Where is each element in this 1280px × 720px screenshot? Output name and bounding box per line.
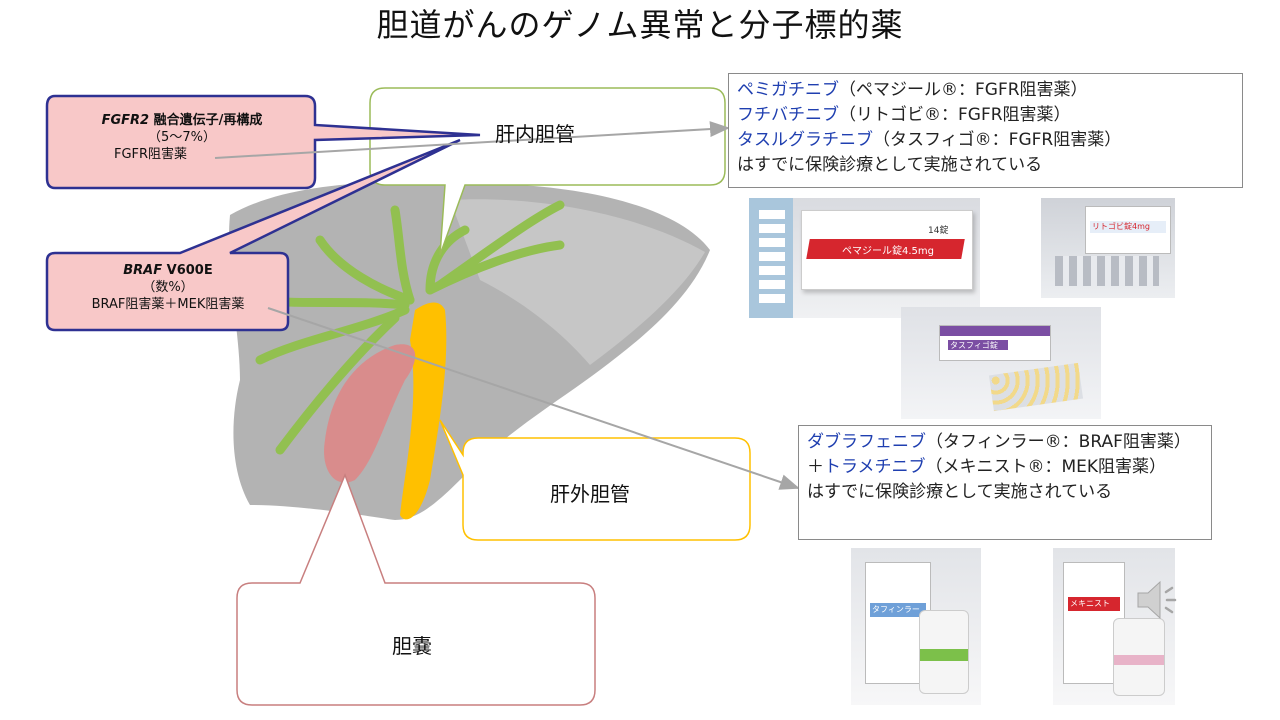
intrahepatic-label: 肝内胆管: [495, 122, 575, 146]
blister-strip: [749, 198, 793, 318]
tafinlar-photo: タフィンラー: [851, 548, 981, 705]
fgfr2-callout: FGFR2 融合遺伝子/再構成 （5～7%） FGFR阻害薬: [52, 112, 312, 163]
fgfr-drug-line: タスルグラチニブ（タスフィゴ®：FGFR阻害薬）: [737, 128, 1234, 153]
braf-arrow: [267, 307, 800, 490]
fgfr-drug-line: フチバチニブ（リトゴビ®：FGFR阻害薬）: [737, 103, 1234, 128]
fgfr-drug-name: フチバチニブ: [737, 105, 839, 125]
tasfygo-photo: タスフィゴ錠: [901, 307, 1101, 419]
pemazyre-photo: ペマジール錠4.5mg 14錠: [749, 198, 980, 318]
braf-drug2-name: トラメチニブ: [824, 457, 926, 477]
gallbladder-shape: [324, 344, 416, 483]
fgfr-drug-name: タスルグラチニブ: [737, 130, 873, 150]
tasfygo-box: タスフィゴ錠: [939, 325, 1051, 361]
tafinlar-bottle: [919, 610, 969, 694]
fgfr-drug-box: ペミガチニブ（ペマジール®：FGFR阻害薬） フチバチニブ（リトゴビ®：FGFR…: [728, 73, 1243, 188]
extrahepatic-label: 肝外胆管: [550, 482, 630, 506]
pemazyre-box: ペマジール錠4.5mg 14錠: [801, 210, 973, 290]
mekinist-bottle: [1113, 618, 1165, 696]
fgfr2-callout-shape: [45, 94, 481, 190]
fgfr-drug-line: ペミガチニブ（ペマジール®：FGFR阻害薬）: [737, 78, 1234, 103]
fgfr-drug-detail: （リトゴビ®：FGFR阻害薬）: [839, 105, 1071, 125]
braf-treatment: BRAF阻害薬＋MEK阻害薬: [91, 297, 245, 312]
fgfr-arrow: [214, 121, 730, 159]
speaker-icon[interactable]: [1134, 578, 1186, 622]
fgfr-drug-detail: （ペマジール®：FGFR阻害薬）: [839, 80, 1088, 100]
braf-callout-shape: [45, 138, 461, 332]
gallbladder-label: 胆嚢: [392, 634, 432, 658]
intrahepatic-ducts: [250, 200, 565, 455]
lytgobi-photo: リトゴビ錠4mg: [1041, 198, 1175, 298]
braf-callout: BRAF V600E （数%） BRAF阻害薬＋MEK阻害薬: [48, 262, 288, 313]
fgfr2-frequency: （5～7%）: [148, 130, 216, 145]
fgfr-drug-detail: （タスフィゴ®：FGFR阻害薬）: [873, 130, 1122, 150]
braf-drug-text: ダブラフェニブ（タフィンラー®：BRAF阻害薬）＋トラメチニブ（メキニスト®：M…: [807, 430, 1203, 480]
fgfr-note: はすでに保険診療として実施されている: [737, 155, 1043, 175]
mekinist-photo: メキニスト: [1053, 548, 1175, 705]
braf-drug-box: ダブラフェニブ（タフィンラー®：BRAF阻害薬）＋トラメチニブ（メキニスト®：M…: [798, 425, 1212, 540]
liver-shade: [450, 199, 705, 365]
fgfr-drug-name: ペミガチニブ: [737, 80, 839, 100]
extrahepatic-duct: [400, 302, 447, 520]
extrahepatic-callout: [439, 419, 751, 541]
braf-frequency: （数%）: [142, 280, 194, 295]
intrahepatic-callout: [369, 87, 726, 256]
gallbladder-callout: [236, 472, 596, 706]
braf-drug1-detail: （タフィンラー®：BRAF阻害薬）＋: [807, 432, 1191, 477]
braf-drug1-name: ダブラフェニブ: [807, 432, 926, 452]
fgfr2-treatment: FGFR阻害薬: [114, 147, 188, 162]
fgfr2-gene: FGFR2: [101, 113, 150, 128]
braf-note: はすでに保険診療として実施されている: [807, 482, 1113, 502]
fgfr2-alteration: 融合遺伝子/再構成: [149, 113, 263, 128]
braf-drug2-detail: （メキニスト®：MEK阻害薬）: [925, 457, 1167, 477]
page-title: 胆道がんのゲノム異常と分子標的薬: [376, 6, 904, 44]
braf-alteration: V600E: [162, 263, 213, 278]
braf-gene: BRAF: [123, 263, 163, 278]
lytgobi-box: リトゴビ錠4mg: [1085, 206, 1171, 254]
